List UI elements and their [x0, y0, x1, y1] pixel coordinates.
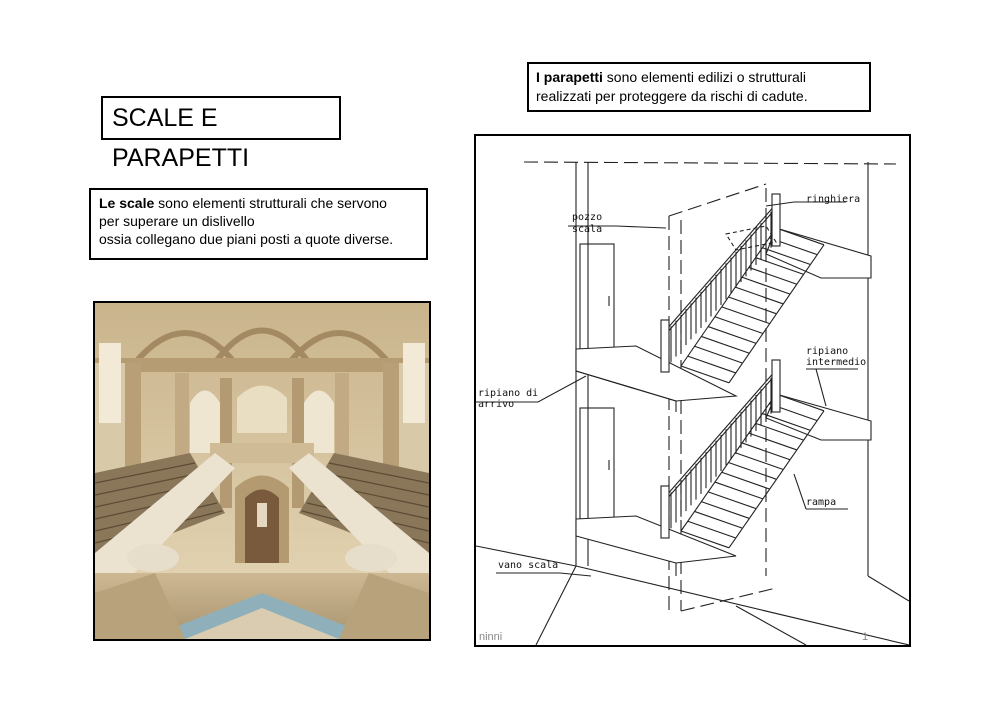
label-ripiano-arrivo-2: arrivo: [478, 399, 515, 410]
lower-flight-steps: [680, 393, 825, 549]
parapet-definition: I parapetti sono elementi edilizi o stru…: [527, 62, 871, 112]
label-ripiano-intermedio-2: intermedio: [806, 357, 867, 368]
label-ripiano-intermedio-1: ripiano: [806, 346, 849, 357]
page-title: SCALE E PARAPETTI: [101, 96, 341, 172]
lower-railing: [660, 359, 781, 539]
parapet-text-line1: sono elementi edilizi o strutturali: [602, 69, 807, 85]
stairs-text-line3: ossia collegano due piani posti a quote …: [99, 231, 394, 247]
staircase-photo: [93, 301, 431, 641]
upper-flight-steps: [680, 227, 825, 384]
label-scala: scala: [572, 224, 603, 235]
footer-author: ninni: [479, 631, 503, 643]
label-ripiano-arrivo-1: ripiano di: [478, 388, 539, 399]
label-vano-scala: vano scala: [498, 560, 559, 571]
upper-railing: [660, 193, 781, 373]
footer-page-number: 1: [862, 631, 869, 643]
label-ringhiera: ringhiera: [806, 194, 861, 205]
stairs-text-line1: sono elementi strutturali che servono: [154, 195, 387, 211]
stairwell-diagram: pozzo scala ringhiera ripiano intermedio…: [474, 134, 911, 647]
label-pozzo: pozzo: [572, 212, 603, 223]
stairs-definition: Le scale sono elementi strutturali che s…: [89, 188, 428, 260]
staircase-photo-illustration: [95, 303, 429, 639]
parapet-term: I parapetti: [536, 69, 603, 85]
parapet-text-line2: realizzati per proteggere da rischi di c…: [536, 88, 808, 104]
stairwell-drawing: [476, 161, 909, 645]
stairs-term: Le scale: [99, 195, 155, 211]
label-rampa: rampa: [806, 497, 837, 508]
stairs-text-line2: per superare un dislivello: [99, 213, 255, 229]
